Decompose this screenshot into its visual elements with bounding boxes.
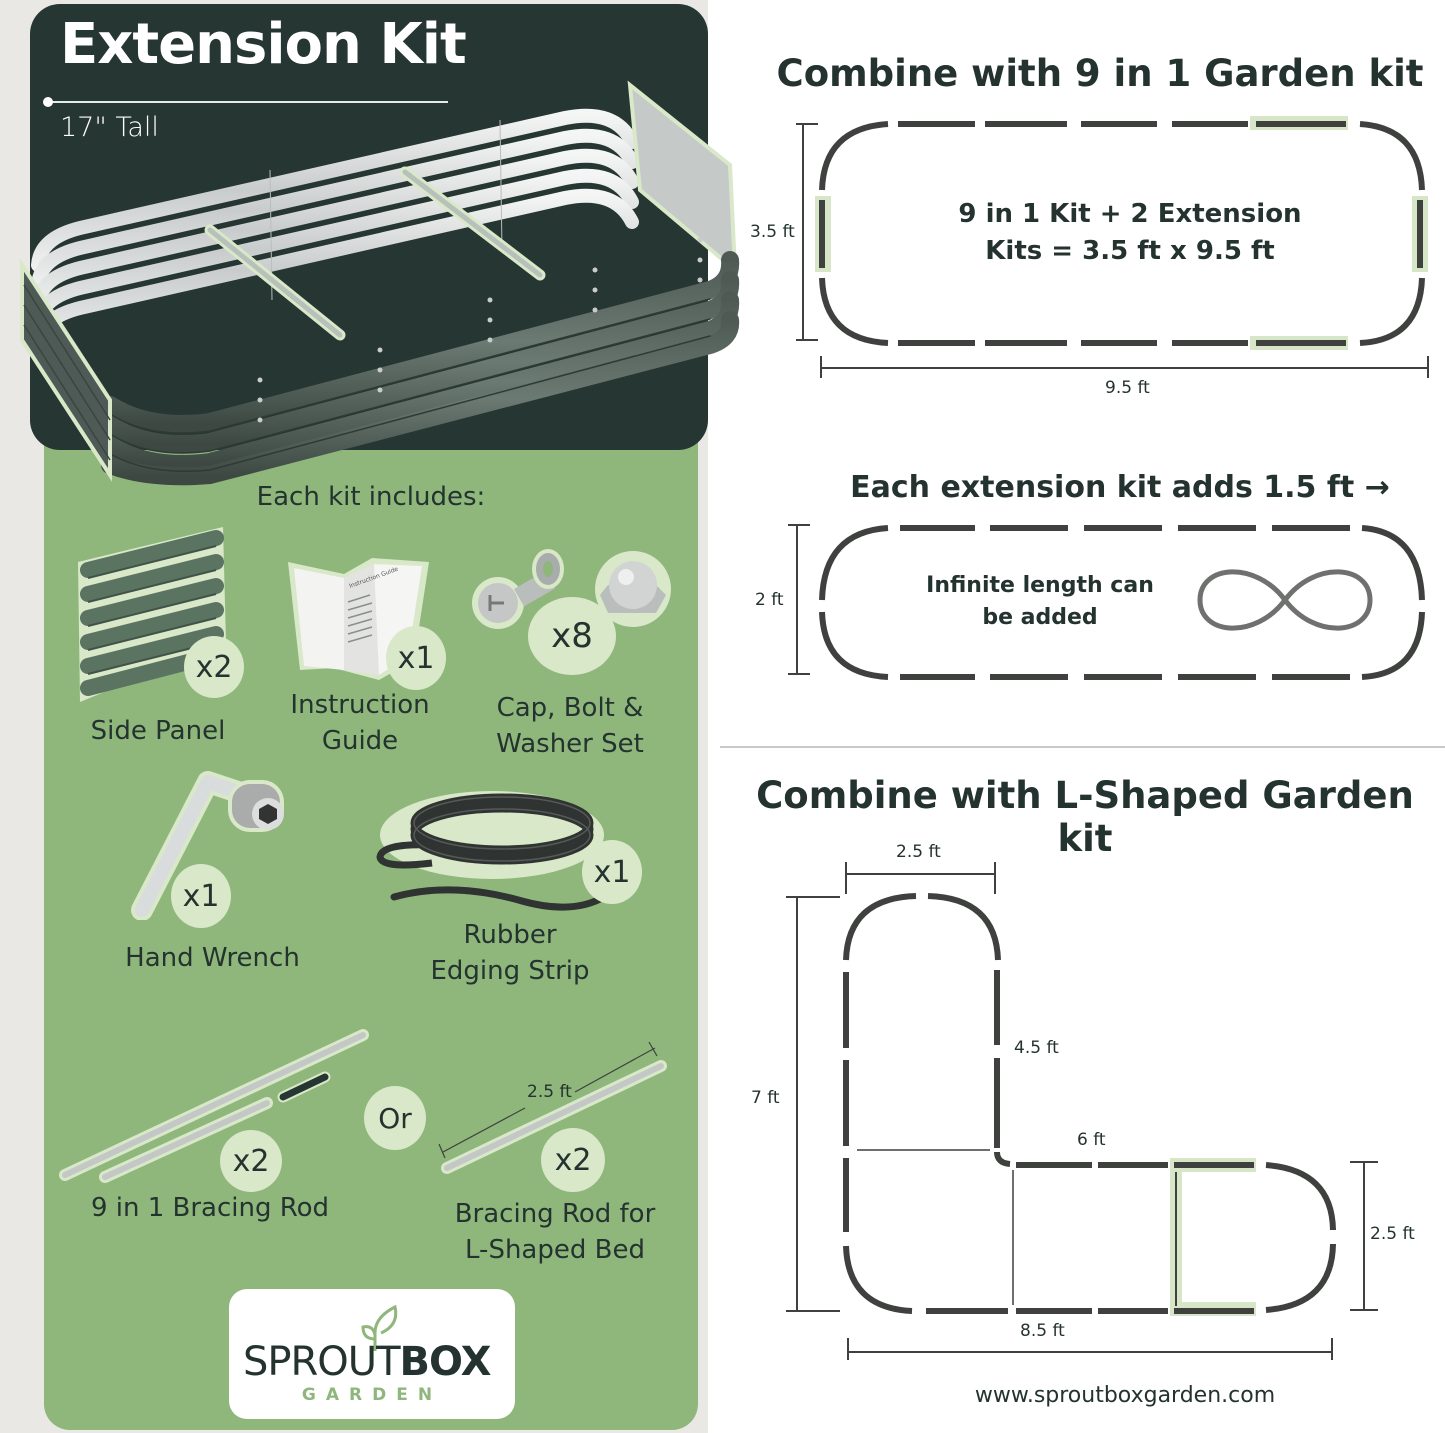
l-bracing-rod-label-line2: L-Shaped Bed — [465, 1235, 645, 1265]
combine-9in1-diagram — [796, 116, 1429, 378]
l-bracing-rod-label: Bracing Rod for L-Shaped Bed — [430, 1196, 680, 1268]
instruction-guide-label-line1: Instruction — [290, 690, 430, 720]
l-rod-length-label: 2.5 ft — [527, 1082, 572, 1102]
instruction-guide-label: Instruction Guide — [260, 687, 460, 759]
l-shaped-diagram — [786, 862, 1378, 1360]
hero-subtitle: 17" Tall — [60, 112, 159, 143]
9in1-center-text: 9 in 1 Kit + 2 Extension Kits = 3.5 ft x… — [940, 196, 1320, 270]
cap-bolt-label: Cap, Bolt & Washer Set — [460, 690, 680, 762]
rubber-strip-icon — [376, 791, 608, 911]
sproutbox-logo: SPROUTBOX GARDEN — [229, 1289, 515, 1419]
logo-word-box: BOX — [399, 1339, 492, 1385]
side-panel-qty-badge: x2 — [184, 636, 244, 698]
instruction-guide-qty-badge: x1 — [386, 626, 446, 690]
l-total-height-dim: 7 ft — [751, 1088, 780, 1108]
rubber-strip-label: Rubber Edging Strip — [400, 917, 620, 989]
logo-subtitle: GARDEN — [301, 1385, 443, 1405]
each-extension-title-text: Each extension kit adds 1.5 ft — [850, 470, 1355, 505]
logo-word-sprout: SPROUT — [243, 1339, 400, 1385]
extension-center-text: Infinite length can be added — [900, 570, 1180, 634]
side-panel-label: Side Panel — [90, 716, 226, 746]
9in1-width-dim: 9.5 ft — [1105, 378, 1150, 398]
bed-bolts — [257, 237, 703, 423]
raised-bed-illustration — [20, 80, 740, 486]
includes-heading: Each kit includes: — [256, 482, 486, 512]
rubber-strip-label-line1: Rubber — [463, 920, 557, 950]
cap-bolt-washer-icon — [472, 549, 671, 629]
9in1-center-line2: Kits = 3.5 ft x 9.5 ft — [985, 236, 1275, 266]
combine-9in1-title: Combine with 9 in 1 Garden kit — [776, 52, 1424, 95]
l-lower-top-dim: 6 ft — [1077, 1130, 1106, 1150]
section-divider — [720, 746, 1445, 748]
bed-bracing-rods — [204, 166, 546, 341]
hero-title: Extension Kit — [60, 12, 467, 77]
gutter — [708, 0, 722, 1433]
each-extension-title: Each extension kit adds 1.5 ft → — [840, 470, 1400, 505]
extension-center-line2: be added — [982, 605, 1098, 630]
rubber-strip-qty-badge: x1 — [582, 840, 642, 904]
combine-l-shaped-title: Combine with L-Shaped Garden kit — [756, 774, 1414, 860]
9in1-height-dim: 3.5 ft — [750, 222, 795, 242]
bracing-rod-label: 9 in 1 Bracing Rod — [90, 1193, 330, 1223]
l-top-width-dim: 2.5 ft — [896, 842, 941, 862]
bracing-rod-qty-badge: x2 — [220, 1130, 282, 1192]
hero-rule-dot — [43, 97, 53, 107]
cap-bolt-qty-badge: x8 — [528, 597, 616, 675]
rubber-strip-label-line2: Edging Strip — [430, 956, 590, 986]
l-total-width-dim: 8.5 ft — [1020, 1321, 1065, 1341]
bracing-rod-icon — [59, 1029, 369, 1183]
instruction-guide-label-line2: Guide — [321, 726, 399, 756]
hand-wrench-icon — [131, 771, 284, 920]
cap-bolt-label-line1: Cap, Bolt & — [496, 693, 644, 723]
bed-inner-wall — [30, 106, 660, 401]
l-bracing-rod-icon — [438, 1041, 667, 1174]
bed-outer-wall — [101, 251, 740, 486]
hand-wrench-qty-badge: x1 — [171, 864, 231, 928]
l-bracing-rod-qty-badge: x2 — [541, 1128, 605, 1192]
l-right-height-dim: 2.5 ft — [1370, 1224, 1415, 1244]
arrow-right-icon: → — [1364, 470, 1390, 505]
9in1-center-line1: 9 in 1 Kit + 2 Extension — [958, 199, 1302, 229]
each-extension-diagram — [788, 524, 1425, 680]
side-panel-icon — [78, 527, 226, 702]
l-bracing-rod-label-line1: Bracing Rod for — [454, 1199, 656, 1229]
extension-height-dim: 2 ft — [755, 590, 784, 610]
l-arm-height-dim: 4.5 ft — [1014, 1038, 1059, 1058]
cap-bolt-label-line2: Washer Set — [496, 729, 644, 759]
website-url[interactable]: www.sproutboxgarden.com — [974, 1383, 1276, 1408]
or-badge: Or — [364, 1086, 426, 1150]
hero-rule — [48, 101, 448, 103]
logo-wordmark: SPROUTBOX — [243, 1339, 492, 1385]
infinity-icon — [1197, 569, 1373, 631]
extension-center-line1: Infinite length can — [926, 573, 1154, 598]
hand-wrench-label: Hand Wrench — [125, 943, 300, 973]
sprout-leaf-icon — [361, 1304, 398, 1351]
